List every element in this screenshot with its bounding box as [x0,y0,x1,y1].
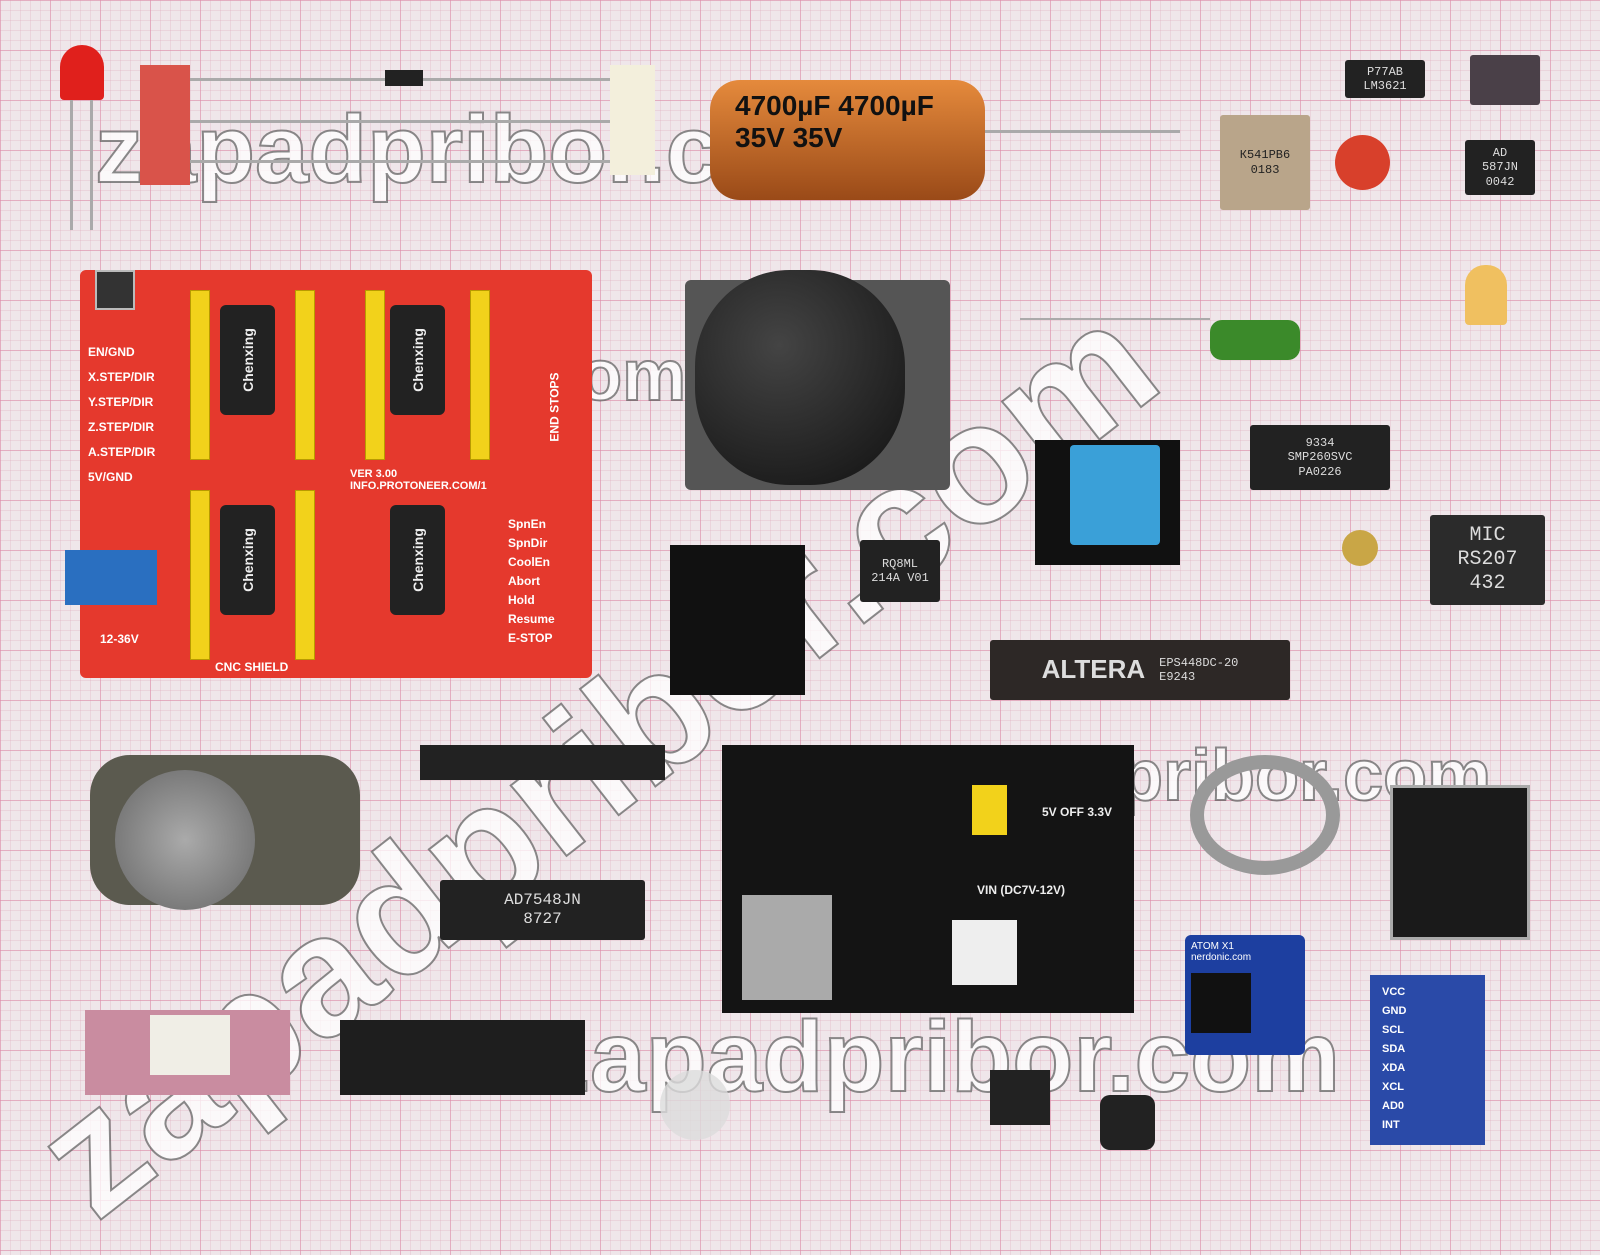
driver-capacitor: Chenxing [390,505,445,615]
capacitor-brand: Chenxing [239,328,256,392]
capacitor-brand: Chenxing [409,328,426,392]
driver-capacitor: Chenxing [390,305,445,415]
yellow-led [1465,265,1507,325]
inductor [1100,1095,1155,1150]
ic-socket [340,1020,585,1095]
metal-ring [1190,755,1340,875]
cnc-shield-title: CNC SHIELD [215,660,289,674]
capacitor-value: 4700µF 4700µF [735,90,934,121]
electrolytic-capacitor: 4700µF 4700µF 35V 35V [710,80,985,200]
resistor-array [140,65,190,185]
capacitor-voltage: 35V 35V [735,122,843,153]
capacitor-brand: Chenxing [239,528,256,592]
red-led [60,45,104,100]
driver-capacitor: Chenxing [220,305,275,415]
driver-capacitor: Chenxing [220,505,275,615]
breadboard-power-module: VIN (DC7V-12V) 5V OFF 3.3V [722,745,1134,1013]
ceramic-capacitor [1335,135,1390,190]
capacitor-brand: Chenxing [409,528,426,592]
